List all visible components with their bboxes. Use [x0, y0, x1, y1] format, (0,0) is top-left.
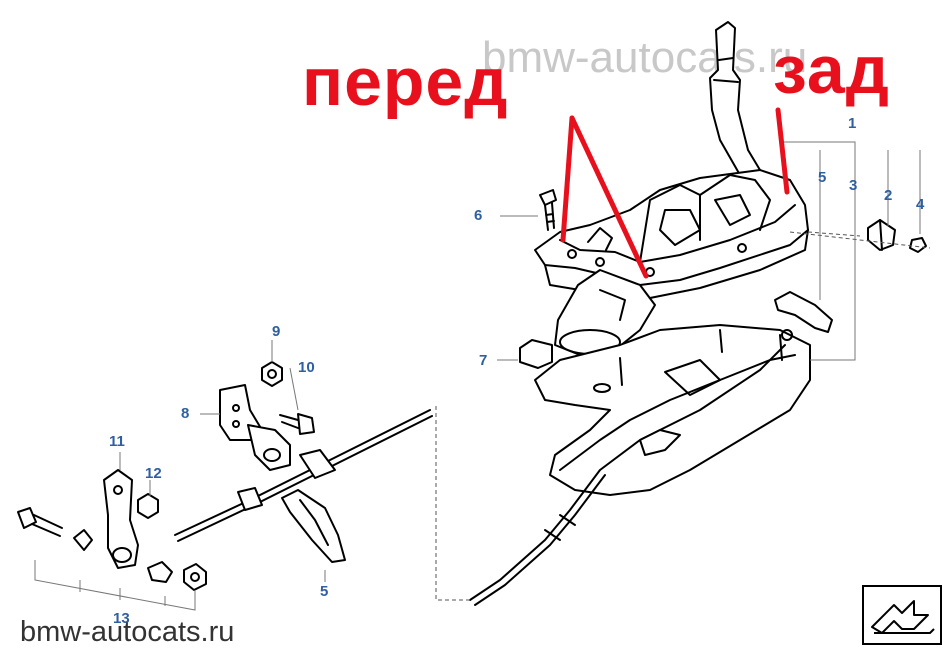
callout-4: 4: [916, 196, 925, 213]
callout-11: 11: [109, 433, 125, 450]
callout-10: 10: [298, 359, 315, 376]
screw-part-6: [539, 189, 557, 231]
lever-part-11: [103, 469, 139, 569]
bracket-part-8: [219, 384, 291, 471]
next-arrow-icon[interactable]: [862, 585, 942, 645]
shift-housing: [534, 169, 809, 301]
callout-8: 8: [181, 405, 190, 422]
callout-6: 6: [474, 207, 483, 224]
label-front: перед: [302, 44, 509, 120]
callout-2: 2: [884, 187, 893, 204]
nut-part-9: [261, 361, 283, 387]
callout-7: 7: [479, 352, 488, 369]
watermark-top: bmw-autocats.ru: [482, 33, 808, 82]
bracket-part-7: [519, 339, 553, 369]
nut-part-12: [137, 493, 159, 519]
callout-1: 1: [848, 115, 857, 132]
callout-12: 12: [145, 465, 162, 482]
callout-13: 13: [113, 610, 130, 627]
clip-part-4: [909, 237, 927, 253]
bolt-part-10: [279, 413, 315, 435]
label-rear: зад: [773, 32, 890, 108]
watermark-bottom: bmw-autocats.ru: [20, 616, 235, 648]
bolt-assembly-13: [17, 507, 207, 591]
linkage-rod: [174, 409, 433, 542]
callout-9: 9: [272, 323, 281, 340]
gate-cone: [554, 269, 656, 356]
clip-part-5-upper: [774, 291, 833, 333]
callout-3: 3: [849, 177, 858, 194]
gear-lever-shaft: [709, 21, 761, 176]
callout-5-upper: 5: [818, 169, 827, 186]
red-pointer-lines: [560, 107, 790, 279]
callout-5-lower: 5: [320, 583, 329, 600]
shift-cable: [469, 329, 793, 606]
clip-part-5-lower: [281, 489, 346, 563]
base-plate: [534, 324, 811, 496]
bushing-part-2: [867, 219, 896, 251]
